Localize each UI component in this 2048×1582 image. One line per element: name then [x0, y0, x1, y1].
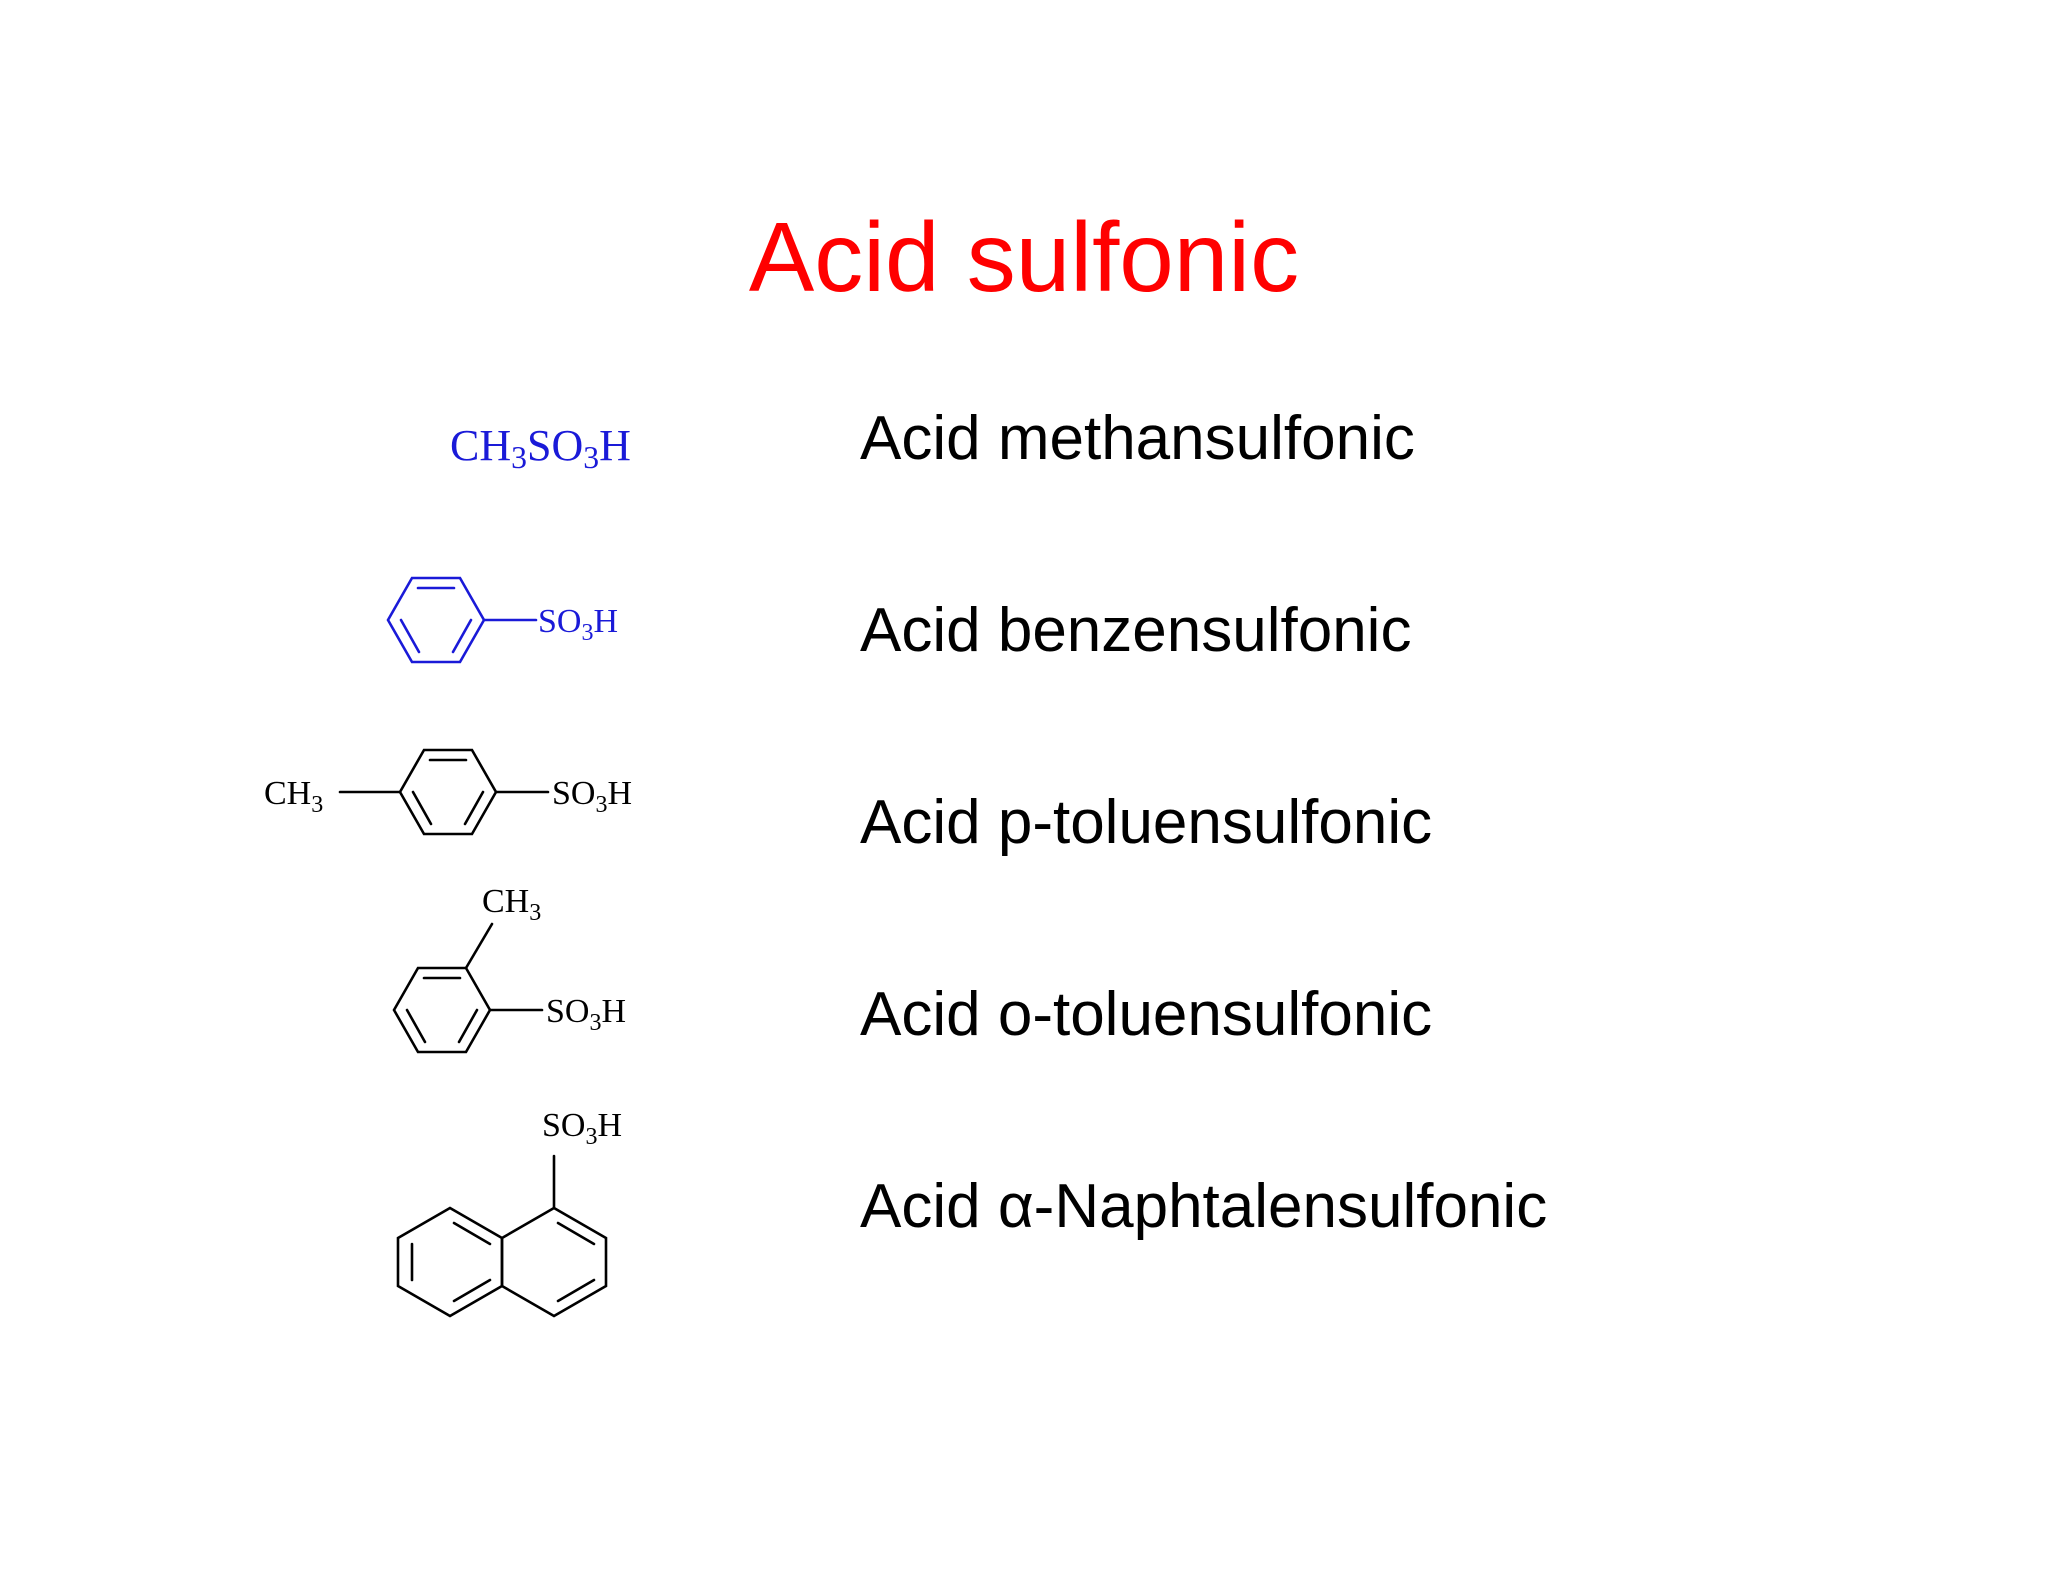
label-so3h-p-toluensulfonic: SO3H [552, 775, 632, 818]
structure-naphtalensulfonic [396, 1154, 608, 1318]
double-bond [463, 790, 485, 826]
label-ch3-p-toluensulfonic: CH3 [264, 775, 323, 818]
double-bond [556, 1278, 596, 1303]
structure-benzensulfonic [386, 576, 538, 664]
slide-title: Acid sulfonic [748, 202, 1300, 312]
label-ch3-o-toluensulfonic: CH3 [482, 883, 541, 926]
double-bond [399, 618, 421, 654]
label-so3h-o-toluensulfonic: SO3H [546, 993, 626, 1036]
structure-o-toluensulfonic [392, 922, 544, 1054]
benzene-ring [386, 576, 486, 664]
compound-name-benzensulfonic: Acid benzensulfonic [860, 596, 1412, 665]
naphthalene-left-ring [396, 1206, 504, 1318]
compound-name-methansulfonic: Acid methansulfonic [860, 404, 1415, 473]
bond-to-methyl [464, 922, 494, 970]
structure-p-toluensulfonic [338, 748, 550, 836]
double-bond [411, 790, 433, 826]
compound-name-o-toluensulfonic: Acid o-toluensulfonic [860, 980, 1433, 1049]
double-bond [556, 1221, 596, 1246]
double-bond [405, 1008, 427, 1044]
double-bond [452, 1221, 492, 1246]
double-bond [457, 1008, 479, 1044]
compound-name-naphtalensulfonic: Acid α-Naphtalensulfonic [860, 1172, 1548, 1241]
label-so3h-naphtalensulfonic: SO3H [542, 1107, 622, 1150]
double-bond [452, 1278, 492, 1303]
label-so3h-benzensulfonic: SO3H [538, 603, 618, 646]
compound-name-p-toluensulfonic: Acid p-toluensulfonic [860, 788, 1433, 857]
double-bond [451, 618, 473, 654]
formula-methansulfonic: CH3SO3H [450, 421, 631, 475]
naphthalene-right-ring [500, 1206, 608, 1318]
